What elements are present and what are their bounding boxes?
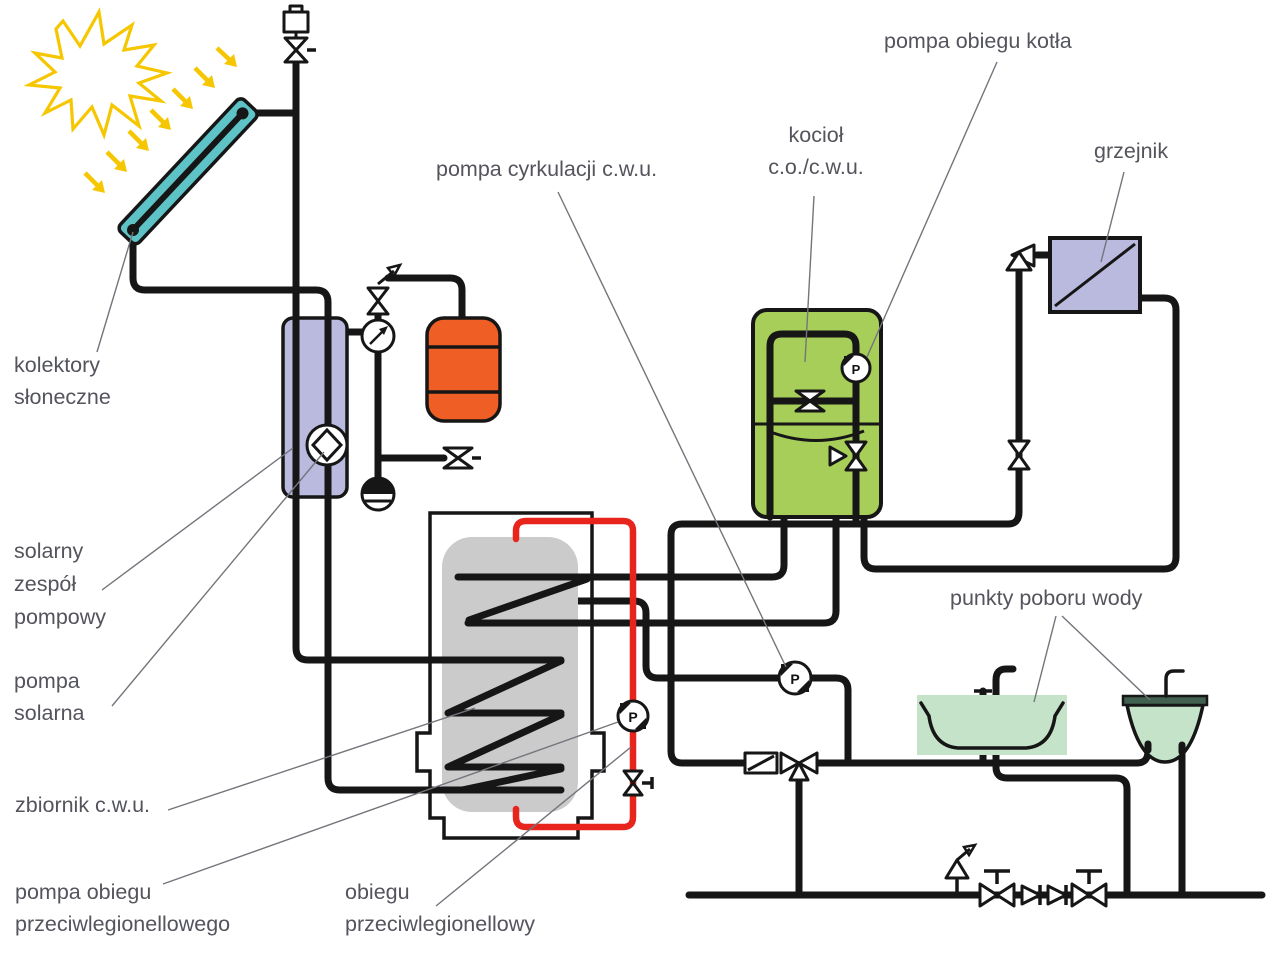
mixing-valve-icon — [779, 751, 819, 782]
sun-rays — [83, 46, 237, 193]
three-way-valve-icon — [828, 440, 868, 472]
label-collectors: kolektory — [14, 353, 100, 377]
pipe-hot-header — [667, 268, 1023, 767]
sun-ray-arrow — [127, 129, 149, 151]
label-solar-station: pompowy — [14, 605, 106, 629]
radiator-valve-icon — [1007, 439, 1031, 471]
label-solar-station: zespół — [14, 572, 76, 596]
solar-pump-icon — [305, 423, 349, 467]
label-legionella-loop: przeciwlegionellowy — [345, 912, 535, 936]
sun-ray-arrow — [171, 87, 193, 109]
pump-letter: P — [852, 362, 861, 377]
label-circulation-pump: pompa cyrkulacji c.w.u. — [436, 157, 657, 181]
anti-legionella-loop: P — [512, 517, 654, 831]
sun-ray-arrow — [193, 66, 215, 88]
boiler: P — [751, 308, 883, 521]
radiator-vent-icon — [1005, 243, 1036, 272]
sink — [1121, 669, 1209, 764]
label-collectors: słoneczne — [14, 385, 111, 409]
sun-ray-arrow — [105, 150, 127, 172]
legionella-valve-icon — [622, 769, 654, 797]
label-solar-station: solarny — [14, 539, 84, 563]
check-valve-1-icon — [1020, 884, 1042, 906]
sink-faucet-icon — [1164, 669, 1185, 698]
label-boiler: kocioł — [789, 123, 844, 147]
sun-ray-arrow — [215, 46, 237, 67]
legionella-pump-icon: P — [616, 699, 650, 733]
shutoff-valve-2-icon — [1070, 869, 1108, 908]
label-boiler-pump: pompa obiegu kotła — [884, 29, 1072, 53]
boiler-internal-valve-icon — [794, 389, 826, 413]
sun-icon — [23, 7, 173, 140]
label-draw-points: punkty poboru wody — [950, 586, 1143, 610]
boiler-pump-icon: P — [840, 352, 872, 384]
label-legionella-loop: obiegu — [345, 880, 410, 904]
pipe-boiler-coil-return — [464, 420, 840, 627]
leader-lines — [96, 61, 1151, 907]
diagram-labels: kolektory słoneczne solarny zespół pompo… — [14, 29, 1168, 936]
solar-collector — [117, 97, 259, 246]
pipe-boiler-coil-supply — [454, 508, 788, 581]
label-tank: zbiornik c.w.u. — [15, 793, 150, 817]
label-solar-pump: pompa — [14, 669, 80, 693]
label-solar-pump: solarna — [14, 701, 85, 725]
bottom-safety-valve-icon — [944, 843, 978, 895]
bathtub — [917, 689, 1067, 755]
label-legionella-pump: pompa obiegu — [15, 880, 151, 904]
dhw-tank — [415, 511, 606, 840]
air-separator-icon — [360, 476, 396, 512]
shutoff-valve-1-icon — [978, 869, 1016, 908]
solar-pump-station — [281, 314, 349, 501]
circulation-pump-icon: P — [777, 660, 813, 696]
check-valve-2-icon — [1046, 884, 1068, 906]
expansion-vessel — [425, 316, 502, 423]
pipe-circulation — [563, 597, 852, 767]
radiator — [1048, 236, 1142, 314]
label-radiator: grzejnik — [1094, 139, 1168, 163]
sun-ray-arrow — [149, 108, 171, 130]
sun-ray-arrow — [83, 171, 105, 193]
drain-valve-icon — [442, 446, 481, 470]
tank-body — [442, 537, 578, 812]
pipe-gauge-branch — [343, 274, 466, 482]
pump-letter: P — [790, 671, 799, 687]
pump-letter: P — [628, 709, 637, 725]
label-legionella-pump: przeciwlegionellowego — [15, 912, 230, 936]
strainer-icon — [743, 751, 779, 775]
tank-casing — [415, 511, 606, 840]
pipe-bath-cold — [992, 665, 1131, 899]
pipe-solar-return — [129, 228, 565, 794]
air-vent-top-icon — [282, 4, 316, 64]
safety-valve-icon — [366, 263, 403, 316]
pressure-gauge-icon — [360, 318, 396, 354]
pipe-radiator-return — [860, 294, 1180, 573]
sun-star — [23, 7, 173, 140]
label-boiler: c.o./c.w.u. — [768, 155, 864, 179]
